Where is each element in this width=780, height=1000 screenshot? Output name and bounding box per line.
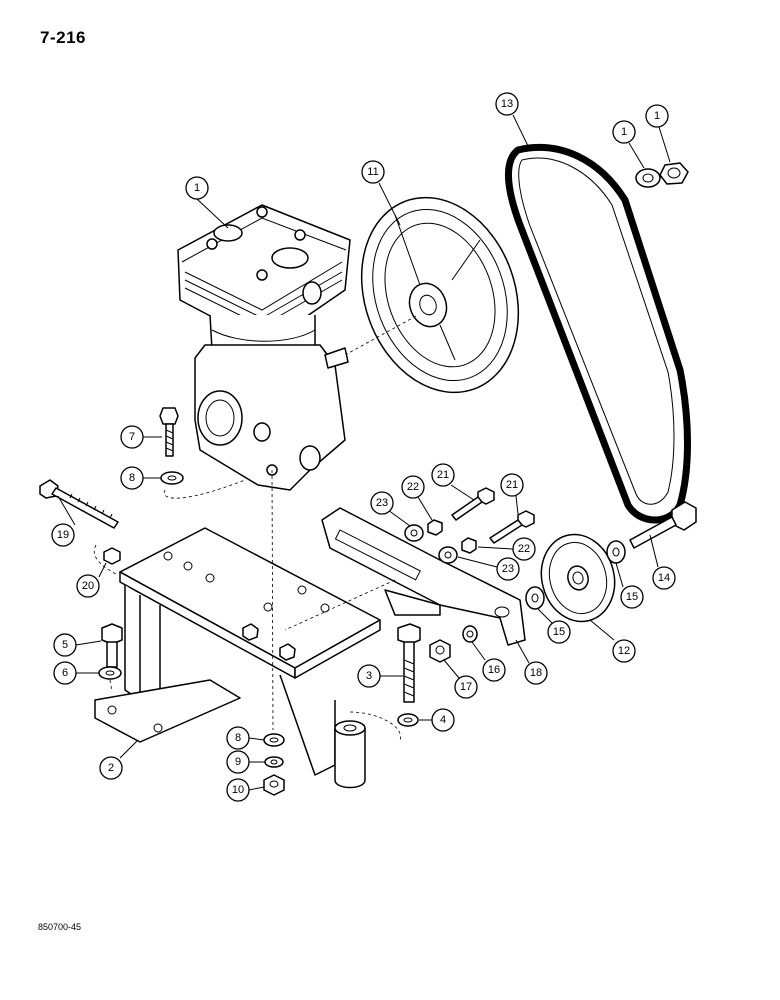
- bolt-14: [629, 501, 697, 549]
- callout-1-nut: 1: [645, 104, 669, 128]
- washer-8-bottom: [263, 733, 285, 747]
- svg-text:21: 21: [506, 479, 518, 491]
- leader-lines: [57, 114, 671, 791]
- washer-15-left: [525, 586, 545, 610]
- washer-4: [349, 711, 419, 741]
- callout-21-upper: 21: [431, 463, 455, 487]
- callout-19: 19: [51, 523, 75, 547]
- adjusting-bracket: [284, 507, 526, 646]
- svg-text:8: 8: [235, 732, 241, 744]
- nut-22-upper: [427, 519, 443, 536]
- svg-text:4: 4: [440, 714, 446, 726]
- svg-text:7: 7: [129, 431, 135, 443]
- callout-8-bottom: 8: [226, 726, 250, 750]
- lock-washer-9: [264, 756, 284, 768]
- svg-text:22: 22: [518, 543, 530, 555]
- callout-14: 14: [652, 566, 676, 590]
- svg-text:1: 1: [654, 110, 660, 122]
- lock-washer-16: [462, 625, 478, 643]
- callout-4: 4: [431, 708, 455, 732]
- callout-2: 2: [99, 756, 123, 780]
- svg-text:5: 5: [62, 639, 68, 651]
- large-pulley: [344, 196, 520, 394]
- long-bolt-19: [39, 479, 119, 529]
- svg-text:13: 13: [501, 98, 513, 110]
- air-compressor: [177, 204, 351, 491]
- callout-1-washer: 1: [612, 120, 636, 144]
- svg-text:10: 10: [232, 784, 244, 796]
- callout-7: 7: [120, 425, 144, 449]
- nut-22-lower: [461, 537, 477, 554]
- svg-text:16: 16: [488, 664, 500, 676]
- nut-20: [93, 544, 121, 576]
- callout-15-left: 15: [547, 620, 571, 644]
- svg-text:12: 12: [618, 645, 630, 657]
- svg-text:11: 11: [367, 166, 378, 178]
- svg-text:9: 9: [235, 756, 241, 768]
- callout-17: 17: [454, 675, 478, 699]
- callout-3: 3: [357, 664, 381, 688]
- svg-text:18: 18: [530, 667, 542, 679]
- callout-12: 12: [612, 639, 636, 663]
- svg-text:19: 19: [57, 529, 69, 541]
- svg-text:23: 23: [502, 563, 514, 575]
- page-number: 7-216: [40, 28, 86, 47]
- washer-23-lower: [438, 546, 458, 564]
- nut-10: [263, 774, 285, 796]
- svg-text:20: 20: [82, 580, 94, 592]
- svg-text:14: 14: [658, 572, 670, 584]
- callout-5: 5: [53, 633, 77, 657]
- bolt-21-lower: [489, 510, 535, 544]
- mounting-base: [94, 527, 381, 789]
- drive-belt: [505, 143, 691, 524]
- callout-23-upper: 23: [370, 491, 394, 515]
- callout-21-lower: 21: [500, 473, 524, 497]
- callout-18: 18: [524, 661, 548, 685]
- bolt-7: [159, 407, 179, 457]
- svg-text:2: 2: [108, 762, 114, 774]
- svg-text:1: 1: [621, 126, 627, 138]
- callout-10: 10: [226, 778, 250, 802]
- callout-11: 11: [361, 160, 385, 184]
- callout-1-compressor: 1: [185, 176, 209, 200]
- svg-text:3: 3: [366, 670, 372, 682]
- callout-8-top: 8: [120, 466, 144, 490]
- svg-text:15: 15: [626, 591, 638, 603]
- svg-text:17: 17: [460, 681, 472, 693]
- bolt-3: [397, 623, 421, 703]
- washer-8-top: [160, 471, 184, 485]
- svg-text:6: 6: [62, 667, 68, 679]
- svg-text:21: 21: [437, 469, 449, 481]
- washer-23-upper: [404, 524, 424, 542]
- callout-22-upper: 22: [401, 475, 425, 499]
- washer-15-right: [606, 540, 626, 564]
- svg-text:23: 23: [376, 497, 388, 509]
- callout-23-lower: 23: [496, 557, 520, 581]
- svg-text:22: 22: [407, 481, 419, 493]
- nut-17: [429, 639, 451, 663]
- svg-text:15: 15: [553, 626, 565, 638]
- callout-6: 6: [53, 661, 77, 685]
- callout-13: 13: [495, 92, 519, 116]
- figure-code: 850700-45: [38, 922, 82, 932]
- callout-20: 20: [76, 574, 100, 598]
- washer-6: [98, 666, 122, 693]
- callout-16: 16: [482, 658, 506, 682]
- callout-22-lower: 22: [512, 537, 536, 561]
- nut-and-washer: [635, 162, 689, 188]
- idler-pulley: [540, 533, 616, 623]
- bolt-21-upper: [451, 487, 495, 521]
- svg-text:1: 1: [194, 182, 200, 194]
- callout-15-right: 15: [620, 585, 644, 609]
- callout-9: 9: [226, 750, 250, 774]
- bolt-5: [101, 623, 123, 668]
- svg-text:8: 8: [129, 472, 135, 484]
